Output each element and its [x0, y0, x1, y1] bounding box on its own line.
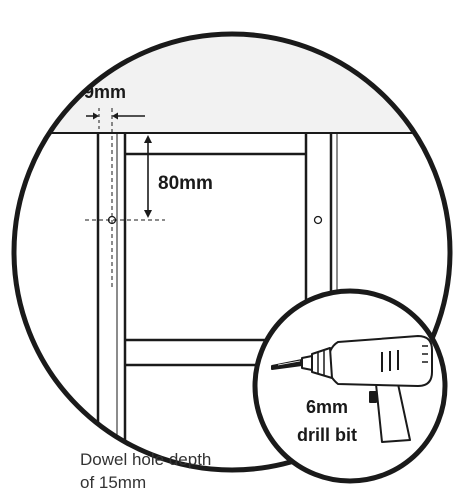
magnifier-outline	[11, 31, 453, 473]
offset-label: 9mm	[84, 82, 126, 102]
dowel-depth-note-line1: Dowel hole depth	[80, 450, 211, 469]
height-dimension-arrow	[144, 135, 152, 218]
height-label: 80mm	[158, 173, 213, 194]
drill-size-label: 6mm	[306, 397, 348, 417]
drill-bit-label: drill bit	[297, 425, 357, 445]
dowel-depth-note-line2: of 15mm	[80, 473, 146, 492]
drill-icon	[271, 335, 433, 443]
dowel-hole-right	[313, 215, 323, 225]
drill-inset-outline	[252, 288, 448, 484]
upper-wall-area	[14, 34, 450, 133]
offset-dimension-arrows	[86, 112, 145, 120]
